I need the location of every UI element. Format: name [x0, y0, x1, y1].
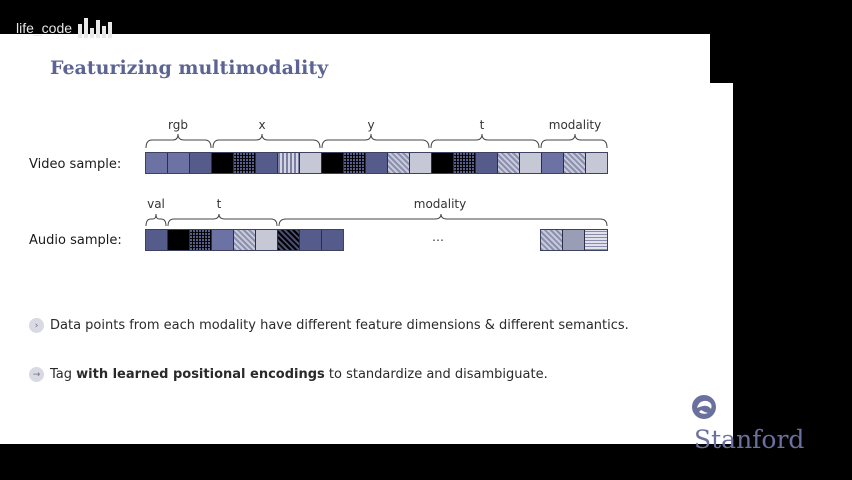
slide-title: Featurizing multimodality [50, 57, 329, 79]
segment-label-y: y [367, 118, 375, 132]
stanford-swirl-icon [690, 393, 718, 425]
token-x [278, 153, 300, 173]
token-modality [564, 153, 586, 173]
bullet-1: › Data points from each modality have di… [29, 318, 629, 333]
segment-label-t: t [479, 118, 485, 132]
token-y [410, 153, 432, 173]
brace-y [321, 133, 430, 149]
token-t [234, 230, 256, 250]
segment-label-rgb: rgb [168, 118, 188, 132]
token-modality [585, 230, 607, 250]
bullet-1-pre: Data points from each modality have diff… [50, 318, 629, 333]
token-t [212, 230, 234, 250]
token-modality [542, 153, 564, 173]
bullet-2-text: Tag with learned positional encodings to… [50, 367, 548, 382]
token-t [168, 230, 190, 250]
bullet-2-post: to standardize and disambiguate. [324, 367, 548, 382]
token-modality [278, 230, 300, 250]
bullet-2-pre: Tag [50, 367, 77, 382]
audio-sample-label: Audio sample: [29, 233, 122, 248]
token-t [432, 153, 454, 173]
bullet-2-bold: with learned positional encodings [76, 367, 325, 382]
token-y [322, 153, 344, 173]
brace-modality-audio [278, 213, 608, 227]
segment-label-val: val [147, 197, 165, 211]
stanford-wordmark: Stanford [694, 425, 805, 454]
token-rgb [146, 153, 168, 173]
token-t [476, 153, 498, 173]
token-y [344, 153, 366, 173]
brace-modality-video [540, 133, 608, 149]
token-x [234, 153, 256, 173]
token-modality [300, 230, 322, 250]
token-y [366, 153, 388, 173]
segment-label-t-audio: t [216, 197, 222, 211]
token-t [454, 153, 476, 173]
token-modality [563, 230, 585, 250]
slide-background-front [0, 83, 733, 444]
watermark-text: life_code [16, 20, 73, 36]
segment-label-modality-audio: modality [413, 197, 467, 211]
brace-t-audio [167, 213, 278, 227]
brace-t-video [430, 133, 540, 149]
segment-label-modality: modality [548, 118, 602, 132]
arrow-right-icon: › [29, 318, 44, 333]
ellipsis: … [432, 230, 444, 244]
brace-x [212, 133, 321, 149]
bullet-2: → Tag with learned positional encodings … [29, 367, 548, 382]
token-t [520, 153, 542, 173]
video-token-bar [145, 152, 608, 174]
token-x [212, 153, 234, 173]
token-y [388, 153, 410, 173]
token-modality [322, 230, 343, 250]
watermark-logo-icon [78, 18, 113, 38]
token-modality [586, 153, 607, 173]
audio-token-bar-left [145, 229, 344, 251]
bullet-1-text: Data points from each modality have diff… [50, 318, 629, 333]
token-rgb [190, 153, 212, 173]
watermark: life_code [16, 18, 113, 38]
token-modality [541, 230, 563, 250]
token-x [300, 153, 322, 173]
segment-label-x: x [258, 118, 266, 132]
brace-val [145, 213, 167, 227]
video-sample-label: Video sample: [29, 157, 122, 172]
token-t [256, 230, 278, 250]
token-t [498, 153, 520, 173]
token-val [146, 230, 168, 250]
token-t [190, 230, 212, 250]
arrow-right-icon: → [29, 367, 44, 382]
brace-rgb [145, 133, 212, 149]
token-rgb [168, 153, 190, 173]
token-x [256, 153, 278, 173]
audio-token-bar-right [540, 229, 608, 251]
